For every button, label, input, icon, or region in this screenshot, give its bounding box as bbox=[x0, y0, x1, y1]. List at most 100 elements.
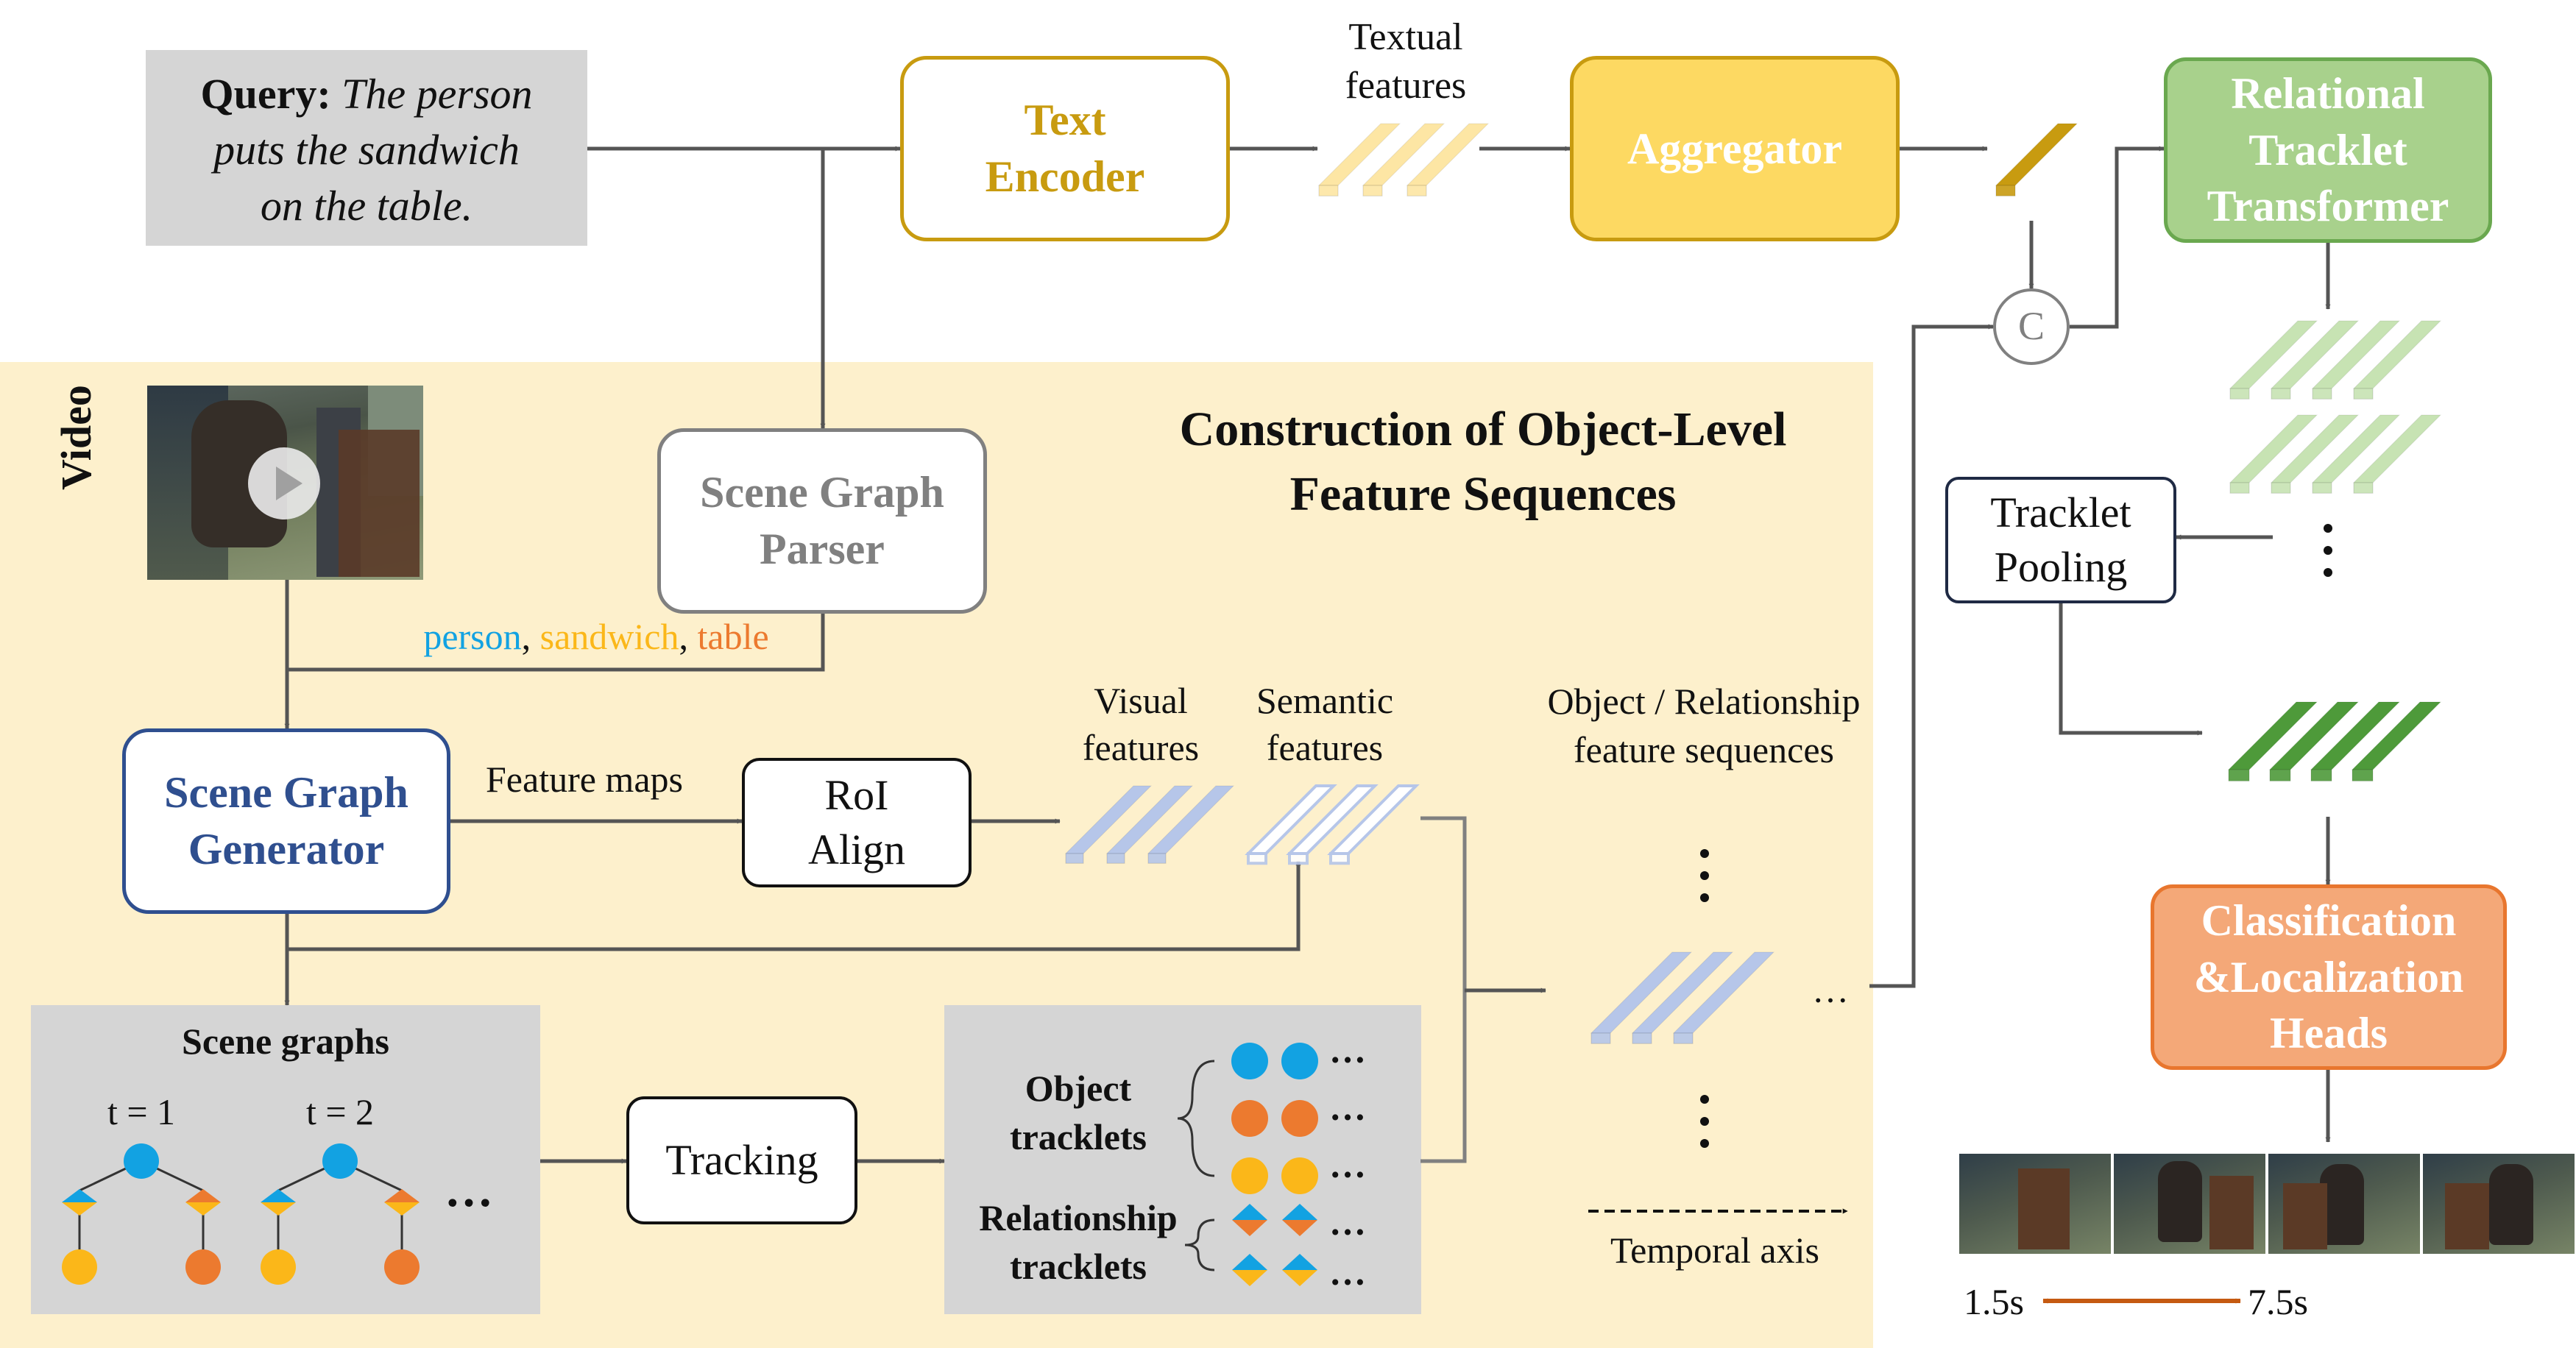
scene-graph-t1: t = 1 bbox=[107, 1091, 176, 1132]
scene-graph-t1-relation-bottom bbox=[62, 1202, 97, 1216]
concat-circle: C bbox=[1993, 288, 2070, 365]
pooled-feature-front bbox=[2269, 769, 2291, 781]
scene-graph-t2: t = 2 bbox=[305, 1091, 375, 1132]
scene-graph-t2-relation-top bbox=[261, 1189, 296, 1202]
object-relationship-line1: Object / Relationship bbox=[1547, 681, 1861, 722]
object-relationship-label: Object / Relationship feature sequences bbox=[1509, 677, 1899, 774]
connectors bbox=[284, 146, 2331, 1164]
object-tracklet-dot bbox=[1231, 1100, 1268, 1137]
semantic-feature bbox=[1245, 784, 1337, 855]
transformer-feature bbox=[2352, 414, 2442, 483]
relationship-tracklet-top bbox=[1232, 1254, 1267, 1270]
ellipsis-dot bbox=[2324, 568, 2332, 577]
transformer-feature-front bbox=[2312, 482, 2332, 494]
query-text-line1: The person bbox=[330, 70, 533, 118]
relationship-tracklet-bottom bbox=[1282, 1220, 1317, 1236]
visual-line1: Visual bbox=[1094, 680, 1188, 721]
scene-graph-t1-edges bbox=[78, 1160, 205, 1267]
transformer-line1: Relational bbox=[2231, 68, 2425, 118]
generator-line1: Scene Graph bbox=[164, 768, 408, 817]
ellipsis-dot bbox=[1700, 1139, 1709, 1148]
relationship-tracklet-top bbox=[1232, 1204, 1267, 1220]
tracking-label: Tracking bbox=[665, 1135, 818, 1184]
visual-feature-front bbox=[1065, 853, 1084, 864]
query-text: Query: The person puts the sandwich on t… bbox=[146, 66, 587, 234]
textual-feature-front bbox=[1362, 185, 1383, 196]
pooled-feature-front bbox=[2310, 769, 2332, 781]
relationship-tracklets-label: Relationship tracklets bbox=[979, 1197, 1178, 1287]
transformer-feature bbox=[2311, 320, 2401, 389]
query-box bbox=[146, 50, 587, 246]
ellipsis-dot bbox=[1700, 849, 1709, 858]
scene-graph-t2-node-person bbox=[322, 1143, 358, 1179]
textual-features-line1: Textual bbox=[1348, 16, 1463, 58]
transformer-feature-front bbox=[2271, 482, 2291, 494]
textual-feature-front bbox=[1318, 185, 1339, 196]
visual-features-label: Visual features bbox=[1045, 677, 1236, 771]
sequence-ellipsis: … bbox=[1812, 969, 1849, 1010]
relationship-tracklet-bottom bbox=[1232, 1270, 1267, 1286]
transformer-feature-front bbox=[2229, 388, 2250, 400]
pooled-feature-front bbox=[2228, 769, 2250, 781]
textual-features-line2: features bbox=[1345, 65, 1467, 107]
temporal-axis-label: Temporal axis bbox=[1610, 1230, 1819, 1271]
tracklet-ellipsis: … bbox=[1329, 1087, 1366, 1128]
sequence-feature-front bbox=[1632, 1032, 1652, 1044]
visual-feature bbox=[1064, 785, 1153, 854]
entity-person: person bbox=[423, 616, 522, 657]
ellipsis-dot bbox=[2324, 546, 2332, 555]
tracklet-ellipsis: … bbox=[1329, 1144, 1366, 1185]
scene-graphs-title: Scene graphs bbox=[182, 1021, 389, 1062]
section-title: Construction of Object-Level Feature Seq… bbox=[1097, 397, 1869, 527]
tracking-box[interactable]: Tracking bbox=[626, 1096, 857, 1224]
scene-graph-t1-relation2-top bbox=[185, 1189, 221, 1202]
feature-maps-label: Feature maps bbox=[486, 759, 683, 800]
tracklet-ellipsis: … bbox=[1329, 1202, 1366, 1243]
section-title-line1: Construction of Object-Level bbox=[1179, 402, 1787, 456]
scene-graph-t1-node-table bbox=[185, 1249, 221, 1285]
semantic-feature-front bbox=[1329, 852, 1350, 865]
transformer-line3: Transformer bbox=[2207, 182, 2449, 231]
transformer-feature-front bbox=[2353, 388, 2374, 400]
tracklet-ellipsis: … bbox=[1329, 1252, 1366, 1293]
feature-glyphs bbox=[62, 123, 2442, 1286]
object-tracklet-dot bbox=[1281, 1100, 1318, 1137]
entity-sandwich: sandwich bbox=[539, 616, 679, 657]
transformer-line2: Tracklet bbox=[2248, 125, 2407, 174]
visual-line2: features bbox=[1082, 727, 1200, 768]
output-frame bbox=[2423, 1154, 2575, 1254]
transformer-feature-front bbox=[2271, 388, 2291, 400]
object-tracklet-dot bbox=[1231, 1043, 1268, 1079]
scene-graph-t1-relation-top bbox=[62, 1189, 97, 1202]
sequence-feature-front bbox=[1673, 1032, 1694, 1044]
query-text-line2: puts the sandwich bbox=[213, 126, 520, 174]
object-brace bbox=[1177, 1060, 1215, 1177]
aggregated-feature bbox=[1995, 123, 2078, 186]
query-label: Query: bbox=[200, 70, 331, 118]
aggregator-box[interactable]: Aggregator bbox=[1570, 56, 1900, 241]
sequence-feature-front bbox=[1590, 1032, 1611, 1044]
tracklets-panel bbox=[944, 1005, 1421, 1314]
object-relationship-line2: feature sequences bbox=[1574, 729, 1834, 770]
parser-line1: Scene Graph bbox=[700, 468, 944, 517]
transformer-feature-front bbox=[2353, 482, 2374, 494]
object-tracklets-label: Object tracklets bbox=[1009, 1068, 1147, 1157]
object-tracklet-dot bbox=[1281, 1043, 1318, 1079]
pooled-feature-front bbox=[2352, 769, 2374, 781]
generator-line2: Generator bbox=[188, 825, 385, 873]
video-thumbnail bbox=[147, 386, 423, 580]
play-icon[interactable] bbox=[248, 447, 320, 519]
semantic-feature bbox=[1286, 784, 1379, 855]
query-text-line3: on the table. bbox=[260, 182, 473, 230]
time-end-label: 7.5s bbox=[2248, 1281, 2308, 1322]
relationship-tracklet-bottom bbox=[1232, 1220, 1267, 1236]
text-encoder-line2: Encoder bbox=[985, 152, 1145, 201]
visual-feature bbox=[1105, 785, 1194, 854]
